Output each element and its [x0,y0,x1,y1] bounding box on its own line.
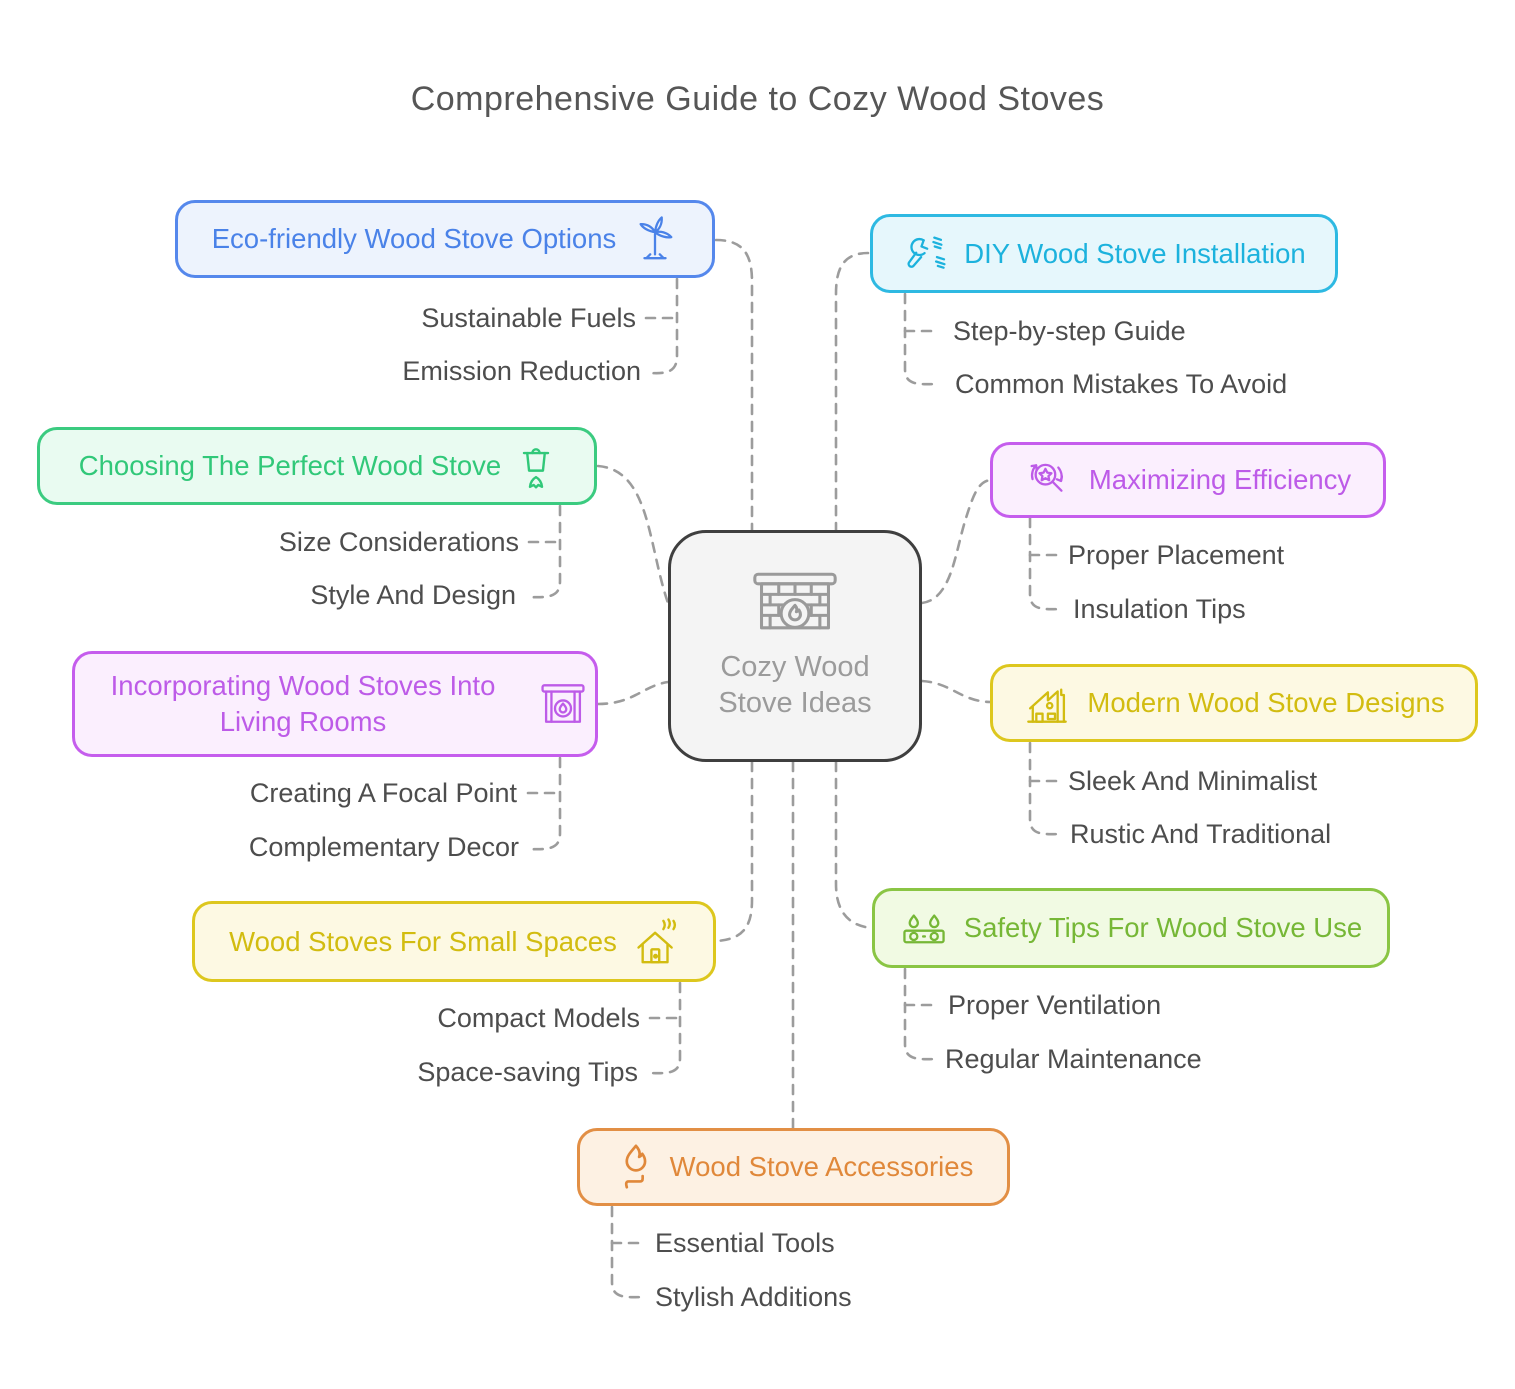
cooking-pot-icon [522,448,550,489]
subtopic-sustainable-fuels: Sustainable Fuels [421,303,636,333]
wrench-screws-icon [907,235,946,269]
branch-label: Modern Wood Stove Designs [1087,687,1445,718]
fireplace-icon [541,684,585,723]
subtopic-proper-placement: Proper Placement [1068,540,1285,570]
branch-label: Safety Tips For Wood Stove Use [963,912,1363,943]
branch-node-incorporating-living-rooms: Incorporating Wood Stoves Into Living Ro… [72,651,598,757]
stove-burner-icon [903,914,945,944]
branch-node-modern-designs: Modern Wood Stove Designs [990,664,1478,742]
branch-node-choosing-perfect-stove: Choosing The Perfect Wood Stove [37,427,597,505]
central-node-label: Cozy Wood Stove Ideas [718,650,872,719]
branch-label: Choosing The Perfect Wood Stove [78,450,502,481]
branch-node-diy-installation: DIY Wood Stove Installation [870,214,1338,293]
subtopic-emission-reduction: Emission Reduction [402,356,641,386]
branch-label: Incorporating Wood Stoves Into Living Ro… [110,669,496,737]
branch-node-accessories: Wood Stove Accessories [577,1128,1010,1206]
branch-label: DIY Wood Stove Installation [964,237,1306,269]
branch-label: Wood Stove Accessories [669,1151,974,1182]
branch-label: Wood Stoves For Small Spaces [229,925,617,957]
subtopic-common-mistakes: Common Mistakes To Avoid [955,369,1288,399]
subtopic-style-and-design: Style And Design [310,580,516,610]
house-heat-icon [637,917,676,963]
subtopic-proper-ventilation: Proper Ventilation [948,990,1162,1020]
subtopic-complementary-decor: Complementary Decor [248,832,519,862]
branch-node-small-spaces: Wood Stoves For Small Spaces [192,901,716,982]
subtopic-rustic-traditional: Rustic And Traditional [1070,819,1332,849]
subtopic-size-considerations: Size Considerations [278,527,519,557]
wind-turbine-icon [639,216,673,260]
subtopic-sleek-minimalist: Sleek And Minimalist [1068,766,1318,796]
branch-label: Eco-friendly Wood Stove Options [211,223,617,254]
subtopic-space-saving-tips: Space-saving Tips [417,1057,638,1087]
fireplace-brick-icon [753,572,837,630]
search-star-icon [1030,463,1063,492]
modern-house-icon [1027,688,1068,723]
subtopic-creating-focal-point: Creating A Focal Point [249,778,517,808]
subtopic-step-by-step-guide: Step-by-step Guide [953,316,1186,346]
subtopic-insulation-tips: Insulation Tips [1073,594,1246,624]
branch-label: Maximizing Efficiency [1088,464,1352,495]
page-title: Comprehensive Guide to Cozy Wood Stoves [410,80,1105,118]
subtopic-stylish-additions: Stylish Additions [655,1282,852,1312]
branch-node-maximizing-efficiency: Maximizing Efficiency [990,442,1386,518]
branch-node-eco-friendly-options: Eco-friendly Wood Stove Options [175,200,715,278]
subtopic-essential-tools: Essential Tools [655,1228,835,1258]
central-node: Cozy Wood Stove Ideas [668,530,922,762]
subtopic-compact-models: Compact Models [437,1003,640,1033]
flame-icon [624,1144,647,1189]
branch-node-safety-tips: Safety Tips For Wood Stove Use [872,888,1390,968]
subtopic-regular-maintenance: Regular Maintenance [945,1044,1202,1074]
